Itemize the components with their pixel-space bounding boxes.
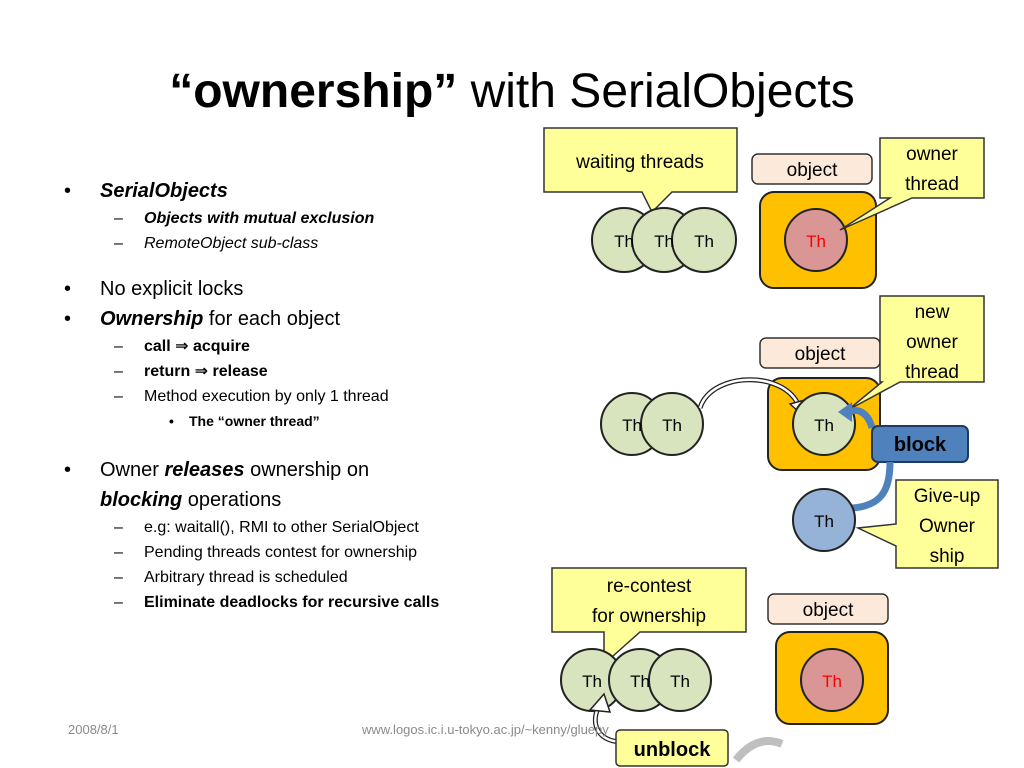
svg-text:Give-up: Give-up	[914, 486, 981, 507]
svg-text:block: block	[894, 434, 947, 456]
thread-label: Th	[814, 512, 834, 531]
title-rest: with SerialObjects	[457, 65, 855, 118]
re-contest-callout: re-contest for ownership	[551, 567, 747, 666]
owner-thread-callout: owner thread	[839, 137, 985, 231]
unblock-callout: unblock	[615, 729, 729, 767]
object-label-1: object	[751, 153, 873, 185]
bullet-remoteobject: RemoteObject sub-class	[56, 231, 516, 256]
slide-title: “ownership” with SerialObjects	[0, 62, 1024, 122]
bullet-ownership: Ownership for each object	[56, 304, 516, 334]
give-up-arrow	[851, 461, 894, 512]
svg-text:owner: owner	[906, 332, 958, 353]
footer-date: 2008/8/1	[68, 722, 119, 737]
thread-label: Th	[654, 232, 674, 251]
svg-text:owner: owner	[906, 144, 958, 165]
svg-text:ship: ship	[930, 546, 965, 567]
bullet-no-locks: No explicit locks	[56, 274, 516, 304]
thread-label: Th	[582, 672, 602, 691]
bullet-owner-thread: The “owner thread”	[56, 409, 516, 433]
bullet-mutual-exclusion: Objects with mutual exclusion	[56, 206, 516, 231]
owner-thread-circle	[784, 208, 848, 272]
title-bold: “ownership”	[169, 65, 458, 118]
svg-text:object: object	[787, 160, 838, 181]
bullet-pending: Pending threads contest for ownership	[56, 540, 516, 565]
block-label: block	[871, 425, 969, 463]
return-arrow	[732, 737, 784, 763]
waiting-threads-row1: Th Th Th	[591, 207, 737, 273]
waiting-threads-callout: waiting threads	[543, 127, 738, 214]
waiting-threads-label: waiting threads	[575, 152, 704, 173]
svg-text:re-contest: re-contest	[607, 576, 692, 597]
footer-url: www.logos.ic.i.u-tokyo.ac.jp/~kenny/glue…	[362, 722, 609, 737]
new-owner-thread-callout: new owner thread	[847, 295, 985, 411]
svg-text:Owner: Owner	[919, 516, 976, 537]
bullet-call: call ⇒ acquire	[56, 334, 516, 359]
bullet-eliminate: Eliminate deadlocks for recursive calls	[56, 590, 516, 615]
svg-text:unblock: unblock	[634, 739, 712, 761]
bullet-eg: e.g: waitall(), RMI to other SerialObjec…	[56, 515, 516, 540]
thread-circle	[640, 392, 704, 456]
thread-label: Th	[814, 416, 834, 435]
bullet-arbitrary: Arbitrary thread is scheduled	[56, 565, 516, 590]
empty-owner-thread-circle	[800, 648, 864, 712]
object-label-3: object	[767, 593, 889, 625]
svg-text:thread: thread	[905, 362, 959, 383]
thread-label: Th	[822, 672, 842, 691]
thread-label: Th	[622, 416, 642, 435]
owner-thread-label: Th	[806, 232, 826, 251]
thread-label: Th	[694, 232, 714, 251]
blocked-thread-circle	[792, 488, 856, 552]
thread-circle	[671, 207, 737, 273]
contesting-threads-row3: Th Th Th	[560, 648, 712, 712]
thread-label: Th	[670, 672, 690, 691]
object-label-2: object	[759, 337, 881, 369]
svg-text:for ownership: for ownership	[592, 606, 706, 627]
bullet-list: SerialObjects Objects with mutual exclus…	[56, 176, 516, 615]
bullet-serialobjects: SerialObjects	[56, 176, 516, 206]
thread-label: Th	[662, 416, 682, 435]
bullet-method-exec: Method execution by only 1 thread	[56, 384, 516, 409]
thread-label: Th	[630, 672, 650, 691]
new-owner-thread-circle	[792, 392, 856, 456]
svg-text:thread: thread	[905, 174, 959, 195]
waiting-threads-row2: Th Th	[600, 392, 704, 456]
thread-label: Th	[614, 232, 634, 251]
svg-text:object: object	[803, 600, 854, 621]
svg-text:object: object	[795, 344, 846, 365]
thread-circle	[648, 648, 712, 712]
bullet-return: return ⇒ release	[56, 359, 516, 384]
give-up-ownership-callout: Give-up Owner ship	[855, 479, 999, 569]
svg-text:new: new	[915, 302, 950, 323]
